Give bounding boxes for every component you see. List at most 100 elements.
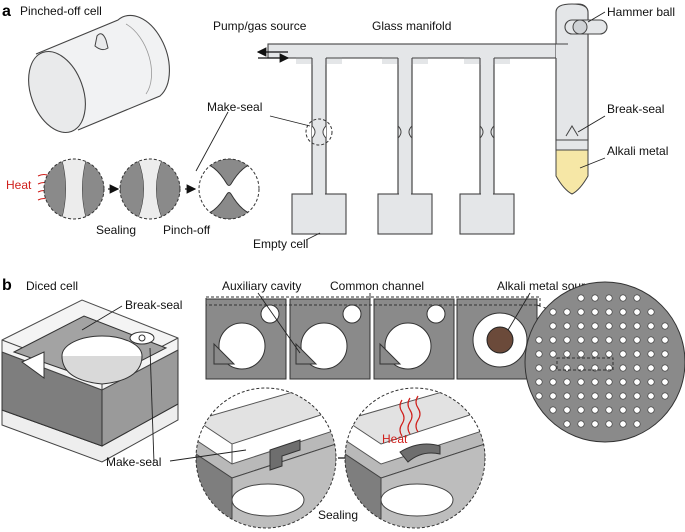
empty-cell-leader — [305, 232, 321, 241]
wafer-hole — [633, 294, 641, 302]
wafer-hole — [647, 364, 655, 372]
wafer-hole — [633, 378, 641, 386]
common-channel-outline — [205, 296, 541, 306]
wafer-hole — [563, 406, 571, 414]
wafer-hole — [647, 378, 655, 386]
alkali-metal-leader — [579, 157, 606, 169]
wafer-hole — [563, 308, 571, 316]
wafer — [524, 281, 685, 443]
wafer-hole — [605, 420, 613, 428]
panel-a-letter: a — [2, 3, 11, 20]
wafer-hole — [633, 364, 641, 372]
die-row — [205, 296, 541, 380]
wafer-hole — [661, 378, 669, 386]
wafer-hole — [535, 350, 543, 358]
wafer-hole — [605, 294, 613, 302]
glass-manifold — [267, 3, 608, 235]
wafer-hole — [647, 308, 655, 316]
pinched-off-cell-label: Pinched-off cell — [20, 4, 102, 18]
wafer-hole — [549, 322, 557, 330]
heat-waves-b — [399, 395, 421, 437]
sealing-label-a: Sealing — [96, 223, 136, 237]
wafer-hole — [647, 336, 655, 344]
wafer-hole — [535, 364, 543, 372]
wafer-hole — [549, 336, 557, 344]
wafer-hole — [619, 420, 627, 428]
pinched-off-cell — [28, 14, 170, 134]
wafer-hole — [577, 378, 585, 386]
sealing-label-b: Sealing — [318, 508, 358, 522]
wafer-hole — [577, 294, 585, 302]
wafer-hole — [549, 364, 557, 372]
wafer-hole — [591, 392, 599, 400]
wafer-hole — [661, 336, 669, 344]
make-seal-leader-a2 — [195, 111, 229, 172]
auxiliary-cavity-label: Auxiliary cavity — [222, 279, 301, 293]
make-seal-label-b: Make-seal — [106, 455, 161, 469]
wafer-hole — [647, 392, 655, 400]
wafer-hole — [605, 406, 613, 414]
wafer-hole — [633, 336, 641, 344]
wafer-hole — [605, 308, 613, 316]
wafer-hole — [633, 420, 641, 428]
alkali-metal-source-leader — [507, 292, 531, 331]
common-channel-label: Common channel — [330, 279, 424, 293]
seal-step-circle-3 — [198, 158, 260, 220]
diced-cell-label: Diced cell — [26, 279, 78, 293]
wafer-hole — [563, 350, 571, 358]
wafer-hole — [563, 392, 571, 400]
wafer-hole — [661, 392, 669, 400]
wafer-hole — [563, 420, 571, 428]
wafer-hole — [605, 378, 613, 386]
make-seal-leader-b — [149, 347, 155, 464]
make-seal-leader-b2 — [169, 449, 247, 462]
wafer-hole — [563, 336, 571, 344]
wafer-hole — [619, 364, 627, 372]
break-seal-label-b: Break-seal — [125, 298, 182, 312]
wafer-hole — [591, 294, 599, 302]
pinch-off-label: Pinch-off — [163, 223, 211, 237]
wafer-hole — [619, 350, 627, 358]
wafer-hole — [577, 392, 585, 400]
wafer-hole — [591, 350, 599, 358]
wafer-hole — [633, 392, 641, 400]
wafer-hole — [549, 392, 557, 400]
wafer-hole — [591, 336, 599, 344]
wafer-hole — [549, 378, 557, 386]
wafer-hole — [619, 322, 627, 330]
wafer-hole — [535, 336, 543, 344]
make-seal-highlight — [305, 118, 333, 146]
wafer-hole — [577, 350, 585, 358]
wafer-hole — [577, 336, 585, 344]
wafer-hole — [563, 322, 571, 330]
heat-label-b: Heat — [382, 432, 408, 446]
wafer-hole — [591, 406, 599, 414]
wafer-hole — [577, 308, 585, 316]
break-seal-leader-a — [577, 115, 606, 133]
wafer-hole — [605, 392, 613, 400]
hammer-ball-leader — [587, 11, 606, 23]
wafer-hole — [661, 322, 669, 330]
wafer-hole — [549, 406, 557, 414]
wafer-hole — [647, 350, 655, 358]
wafer-hole — [605, 322, 613, 330]
wafer-hole — [619, 378, 627, 386]
wafer-hole — [619, 294, 627, 302]
wafer-hole — [633, 308, 641, 316]
glass-manifold-label: Glass manifold — [372, 19, 451, 33]
wafer-hole — [591, 378, 599, 386]
wafer-hole — [633, 350, 641, 358]
wafer-hole — [535, 392, 543, 400]
seal-step-circle-1 — [43, 158, 105, 220]
break-seal-label-a: Break-seal — [607, 102, 664, 116]
auxiliary-cavity-leader — [257, 292, 301, 354]
wafer-hole — [591, 420, 599, 428]
wafer-hole — [591, 308, 599, 316]
wafer-hole — [591, 322, 599, 330]
seal-step-circle-2 — [119, 158, 181, 220]
hammer-ball-label: Hammer ball — [607, 5, 675, 19]
wafer-hole — [619, 336, 627, 344]
zoom-before-sealing — [195, 387, 337, 529]
wafer-hole — [633, 322, 641, 330]
